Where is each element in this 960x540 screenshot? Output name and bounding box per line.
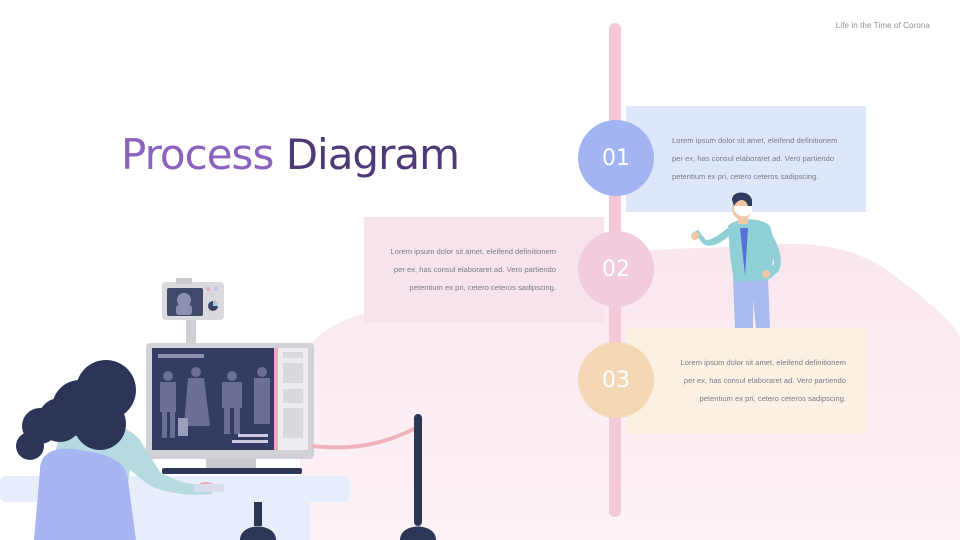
page-title: Process Diagram — [121, 130, 460, 179]
step-1-text-box: Lorem ipsum dolor sit amet, eleifend def… — [626, 106, 866, 212]
step-3-circle: 03 — [578, 342, 654, 418]
step-3-text-box: Lorem ipsum dolor sit amet, eleifend def… — [626, 328, 866, 434]
step-2-circle: 02 — [578, 231, 654, 307]
title-word-diagram: Diagram — [285, 130, 460, 179]
step-1-circle: 01 — [578, 120, 654, 196]
step-1-text: Lorem ipsum dolor sit amet, eleifend def… — [672, 136, 838, 181]
step-2-text: Lorem ipsum dolor sit amet, eleifend def… — [390, 247, 556, 292]
title-word-process: Process — [121, 130, 274, 179]
step-2-text-box: Lorem ipsum dolor sit amet, eleifend def… — [364, 217, 604, 323]
step-3-text: Lorem ipsum dolor sit amet, eleifend def… — [680, 358, 846, 403]
corner-label: Life in the Time of Corona — [835, 21, 930, 30]
